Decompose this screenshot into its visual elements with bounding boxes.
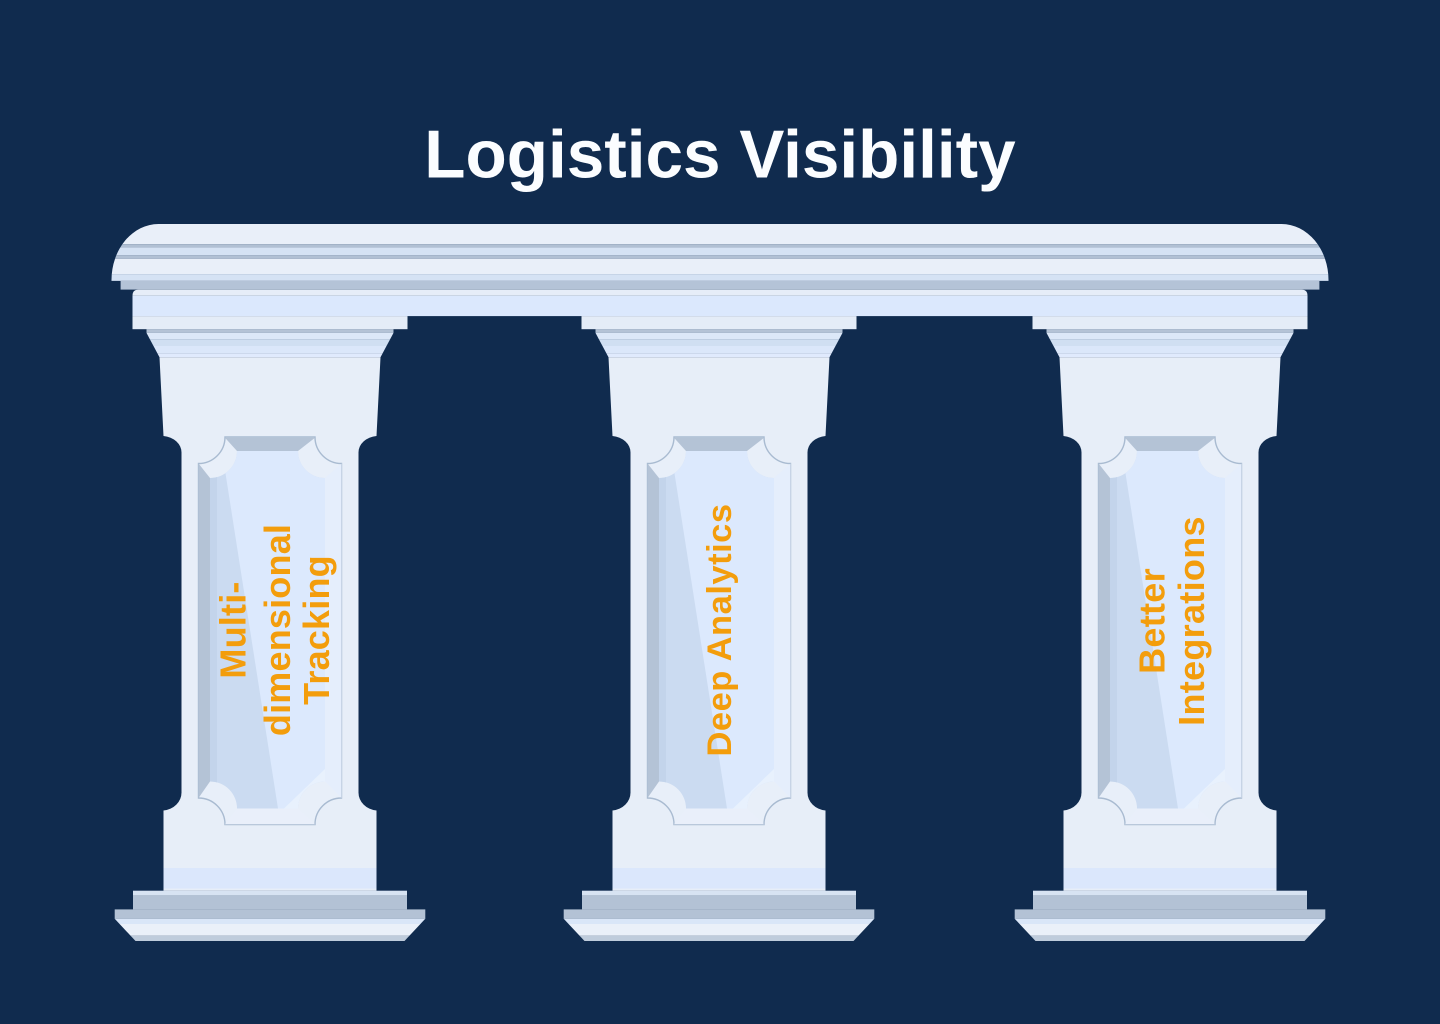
svg-text:Logistics Visibility: Logistics Visibility bbox=[424, 118, 1016, 193]
svg-text:BetterIntegrations: BetterIntegrations bbox=[1132, 516, 1213, 726]
svg-text:Deep Analytics: Deep Analytics bbox=[701, 503, 739, 756]
svg-text:Multi-dimensionalTracking: Multi-dimensionalTracking bbox=[213, 524, 338, 736]
